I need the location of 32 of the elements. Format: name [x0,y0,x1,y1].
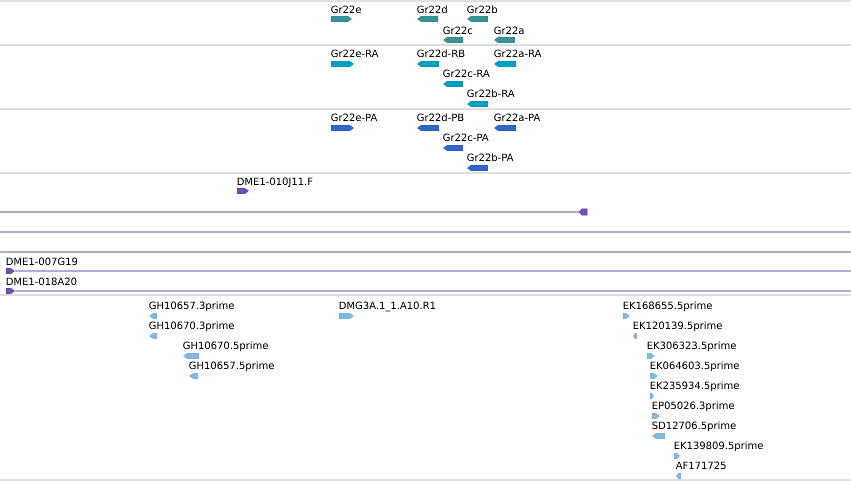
feature-label: EK306323.5prime [648,341,736,352]
feature-label: DME1-007G19 [6,258,78,266]
feature-label: DME1-010J11.F [238,178,312,187]
feature-label: Gr22a [494,26,524,34]
feature-label: Gr22a-RA [494,50,542,58]
feature-label: DME1-018A20 [6,278,76,286]
feature-label: Gr22e-RA [331,50,378,58]
feature-label: GH10670.5prime [183,341,268,352]
feature-label: EK235934.5prime [650,381,739,392]
feature-label: Gr22a-PA [494,114,540,122]
feature-label: GH10657.3prime [149,301,234,312]
feature-label: EK064603.5prime [650,361,739,372]
feature-label: Gr22d-PB [417,113,464,122]
feature-label: EK168655.5prime [624,301,712,312]
feature-label: EP05026.3prime [652,401,734,412]
feature-label: GH10670.3prime [149,321,234,332]
feature-label: Gr22c-RA [443,70,490,78]
feature-label: Gr22d-RB [417,49,464,58]
feature-label: Gr22e [331,6,361,14]
feature-label: EK139809.5prime [674,441,763,452]
feature-label: EK120139.5prime [634,321,722,332]
feature-label: SD12706.5prime [652,421,736,432]
feature-label: Gr22d [417,5,447,14]
feature-label: Gr22b-PA [467,153,514,162]
feature-label: DMG3A.1_1.A10.R1 [340,302,436,312]
feature-label: AF171725 [676,462,726,470]
feature-label: Gr22b-RA [467,89,515,98]
feature-label: Gr22c-PA [443,134,489,142]
feature-label: Gr22b [467,5,498,14]
feature-label: Gr22e-PA [331,114,378,122]
feature-label: GH10657.5prime [189,361,274,372]
feature-label: Gr22c [443,26,472,34]
